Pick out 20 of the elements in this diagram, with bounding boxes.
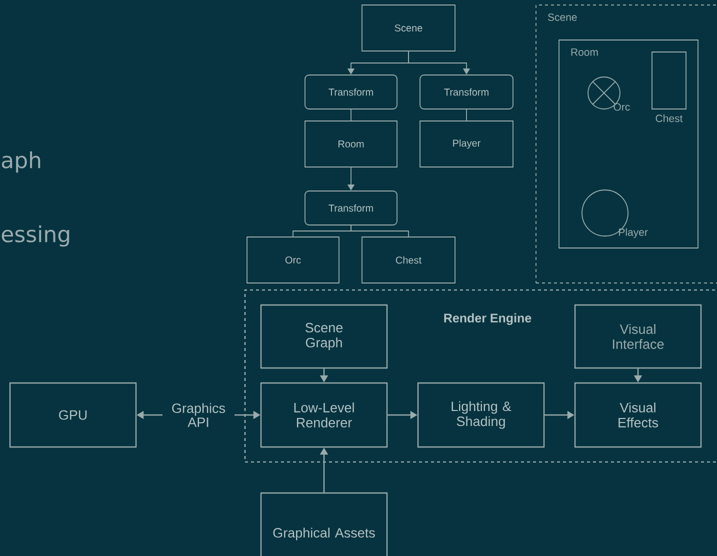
chest-rectangle: Chest xyxy=(652,52,686,122)
slide-text: essing xyxy=(2,225,70,247)
process-box: Visual Effects xyxy=(574,382,702,448)
transform-box: Transform xyxy=(304,190,398,226)
process-box: Low-Level Renderer xyxy=(260,382,388,448)
process-box: Lighting & Shading xyxy=(417,382,545,448)
transform-box: Transform xyxy=(304,74,398,110)
transform-box: Transform xyxy=(420,74,514,110)
process-box: Scene Graph xyxy=(260,304,388,369)
process-box: GPU xyxy=(9,382,137,448)
slide-text: aph xyxy=(2,151,40,173)
node-box: Room xyxy=(304,120,398,168)
edge-label: Graphics API xyxy=(162,402,234,428)
node-label: Chest xyxy=(656,114,683,122)
node-box: Player xyxy=(420,120,514,168)
node-box: Orc xyxy=(246,236,340,284)
process-box: Visual Interface xyxy=(574,304,702,369)
node-box: Scene xyxy=(362,4,456,52)
node-box: Chest xyxy=(362,236,456,284)
process-box: Graphical Assets xyxy=(260,492,388,556)
